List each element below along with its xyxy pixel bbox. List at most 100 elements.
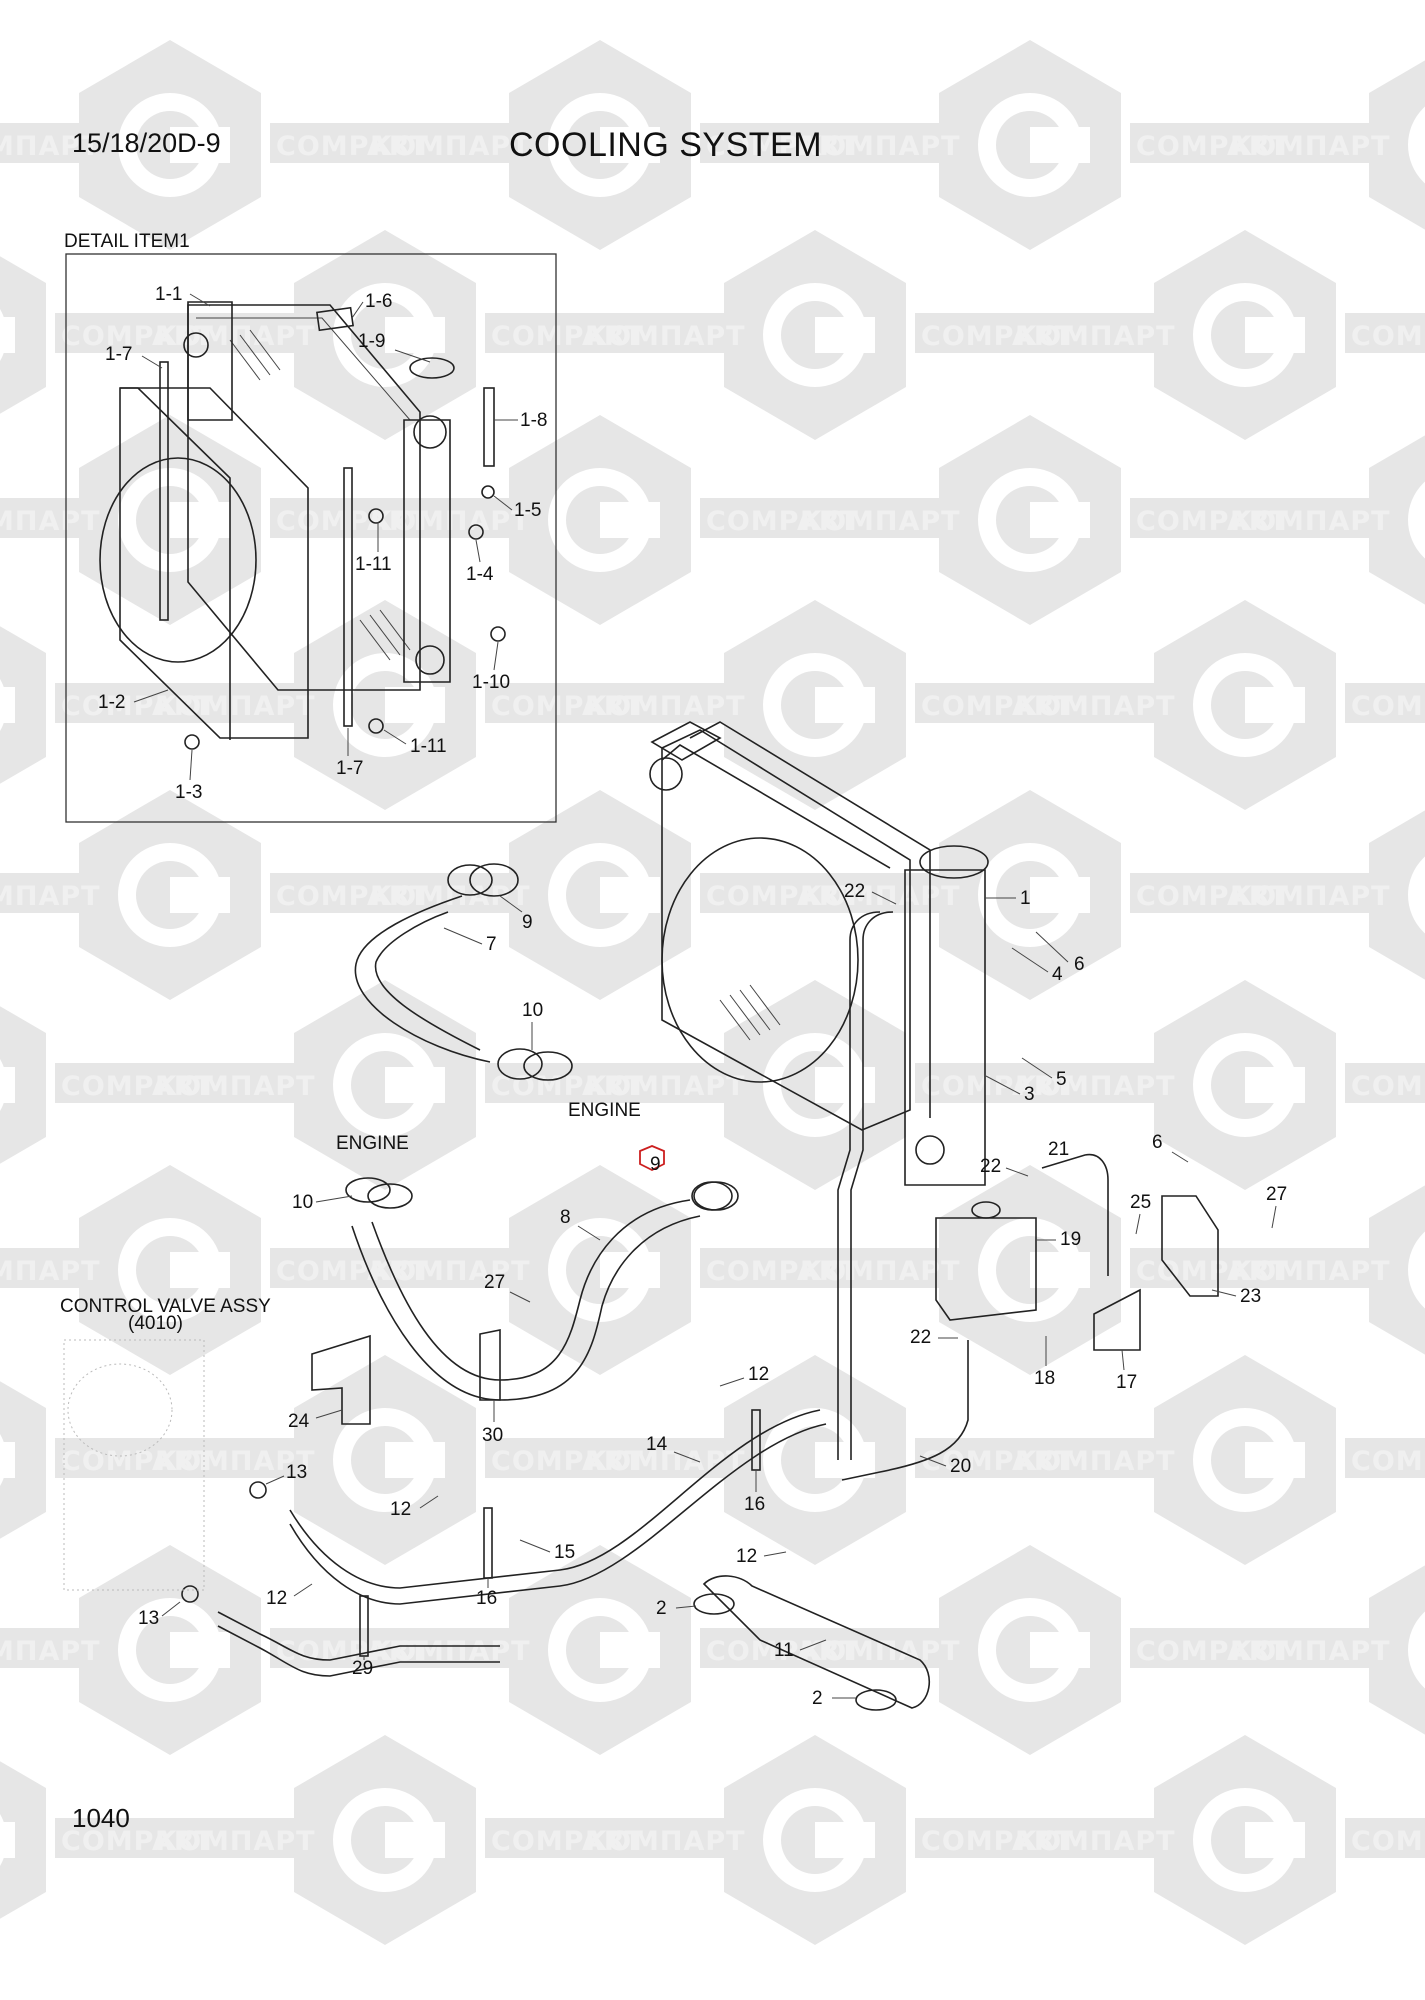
label-9-top: 9 (522, 912, 533, 933)
detail-item1-box: DETAIL ITEM1 (64, 231, 557, 823)
watermark-text-ru: КОМПАРТ (1230, 506, 1391, 537)
label-1-10: 1-10 (472, 672, 510, 693)
label-8: 8 (560, 1207, 571, 1228)
watermark-text-en: COMPART (1351, 1071, 1425, 1102)
label-engine-lower: ENGINE (336, 1133, 409, 1154)
watermark-text-ru: КОМПАРТ (800, 506, 961, 537)
watermark-text-ru: КОМПАРТ (800, 1256, 961, 1287)
label-18: 18 (1034, 1368, 1055, 1389)
control-valve-ghost (63, 1339, 205, 1591)
detail-radiator-drawing (99, 301, 506, 750)
label-1-9: 1-9 (358, 331, 385, 352)
watermark-text-ru: КОМПАРТ (155, 1071, 316, 1102)
highlight-marker (639, 1145, 665, 1172)
watermark-text-en: COMPART (491, 1071, 644, 1102)
watermark-text-ru: КОМПАРТ (0, 131, 101, 162)
watermark-text-ru: КОМПАРТ (585, 1826, 746, 1857)
label-24: 24 (288, 1411, 310, 1432)
watermark-text-en: COMPART (921, 321, 1074, 352)
watermark-text-en: COMPART (1351, 691, 1425, 722)
watermark-text-en: COMPART (706, 131, 859, 162)
watermark-text-en: COMPART (61, 1446, 214, 1477)
label-12-mid: 12 (390, 1499, 411, 1520)
watermark-text-ru: КОМПАРТ (0, 1256, 101, 1287)
label-2-upper: 2 (656, 1598, 667, 1619)
watermark-text-en: COMPART (1351, 1826, 1425, 1857)
label-22-bottom: 22 (910, 1327, 931, 1348)
page-title: COOLING SYSTEM (509, 126, 823, 164)
label-27-right: 27 (1266, 1184, 1287, 1205)
watermark-text-en: COMPART (491, 1446, 644, 1477)
watermark-text-en: COMPART (1136, 1636, 1289, 1667)
label-13-lower: 13 (138, 1608, 159, 1629)
label-9-highlight: 9 (650, 1154, 661, 1175)
watermark-text-ru: КОМПАРТ (585, 1071, 746, 1102)
label-5: 5 (1056, 1069, 1067, 1090)
watermark-text-en: COMPART (1136, 131, 1289, 162)
watermark-text-ru: КОМПАРТ (800, 881, 961, 912)
label-control-valve-ref: (4010) (128, 1313, 183, 1334)
watermark-text-en: COMPART (276, 1256, 429, 1287)
watermark-text-en: COMPART (1136, 881, 1289, 912)
label-1-11-bottom: 1-11 (410, 736, 447, 757)
label-1-8: 1-8 (520, 410, 547, 431)
watermark-text-en: COMPART (706, 881, 859, 912)
label-12-lower: 12 (266, 1588, 287, 1609)
label-1-5: 1-5 (514, 500, 541, 521)
main-labels: 22 1 6 4 9 7 10 5 3 ENGINE ENGINE 10 9 8… (60, 881, 1287, 1709)
watermark-text-ru: КОМПАРТ (585, 691, 746, 722)
watermark-text-en: COMPART (706, 506, 859, 537)
watermark-text-ru: КОМПАРТ (1015, 1446, 1176, 1477)
detail-labels: 1-1 1-6 1-7 1-9 1-8 1-5 1-11 1-4 1-10 1-… (98, 284, 547, 803)
watermark-text-en: COMPART (1351, 321, 1425, 352)
watermark-text-ru: КОМПАРТ (0, 506, 101, 537)
watermark-text-en: COMPART (921, 691, 1074, 722)
label-1-3: 1-3 (175, 782, 202, 803)
watermark-text-en: COMPART (491, 321, 644, 352)
watermark-text-ru: КОМПАРТ (1015, 691, 1176, 722)
label-19: 19 (1060, 1229, 1081, 1250)
label-14: 14 (646, 1434, 668, 1455)
label-21: 21 (1048, 1139, 1069, 1160)
label-15: 15 (554, 1542, 575, 1563)
label-12-right: 12 (736, 1546, 757, 1567)
watermark-text-ru: КОМПАРТ (155, 1826, 316, 1857)
label-engine-upper: ENGINE (568, 1100, 641, 1121)
label-4: 4 (1052, 964, 1063, 985)
label-1-2: 1-2 (98, 692, 125, 713)
watermark-text-en: COMPART (491, 691, 644, 722)
label-25: 25 (1130, 1192, 1151, 1213)
label-23: 23 (1240, 1286, 1261, 1307)
label-22-top: 22 (844, 881, 865, 902)
watermark-text-ru: КОМПАРТ (0, 881, 101, 912)
watermark-text-ru: КОМПАРТ (1230, 1636, 1391, 1667)
label-16-left: 16 (476, 1588, 497, 1609)
watermark-text-ru: КОМПАРТ (1230, 1256, 1391, 1287)
watermark-text-en: COMPART (1136, 506, 1289, 537)
main-radiator-drawing (649, 721, 989, 1460)
watermark-text-en: COMPART (706, 1256, 859, 1287)
watermark-text-ru: КОМПАРТ (1230, 131, 1391, 162)
label-6-right: 6 (1152, 1132, 1163, 1153)
label-6-top: 6 (1074, 954, 1085, 975)
watermark-text-en: COMPART (276, 881, 429, 912)
label-27-left: 27 (484, 1272, 505, 1293)
label-17: 17 (1116, 1372, 1137, 1393)
label-10-top: 10 (522, 1000, 543, 1021)
label-1: 1 (1020, 888, 1031, 909)
label-7: 7 (486, 934, 497, 955)
label-1-11-top: 1-11 (355, 554, 392, 575)
watermark-text-ru: КОМПАРТ (1230, 881, 1391, 912)
watermark-text-en: COMPART (921, 1826, 1074, 1857)
label-1-6: 1-6 (365, 291, 392, 312)
label-10-lower: 10 (292, 1192, 313, 1213)
main-hoses (181, 863, 1219, 1711)
label-1-7: 1-7 (105, 344, 132, 365)
label-1-4: 1-4 (466, 564, 494, 585)
label-29: 29 (352, 1658, 373, 1679)
watermark-text-ru: КОМПАРТ (1015, 321, 1176, 352)
watermark-text-en: COMPART (921, 1446, 1074, 1477)
label-20: 20 (950, 1456, 971, 1477)
